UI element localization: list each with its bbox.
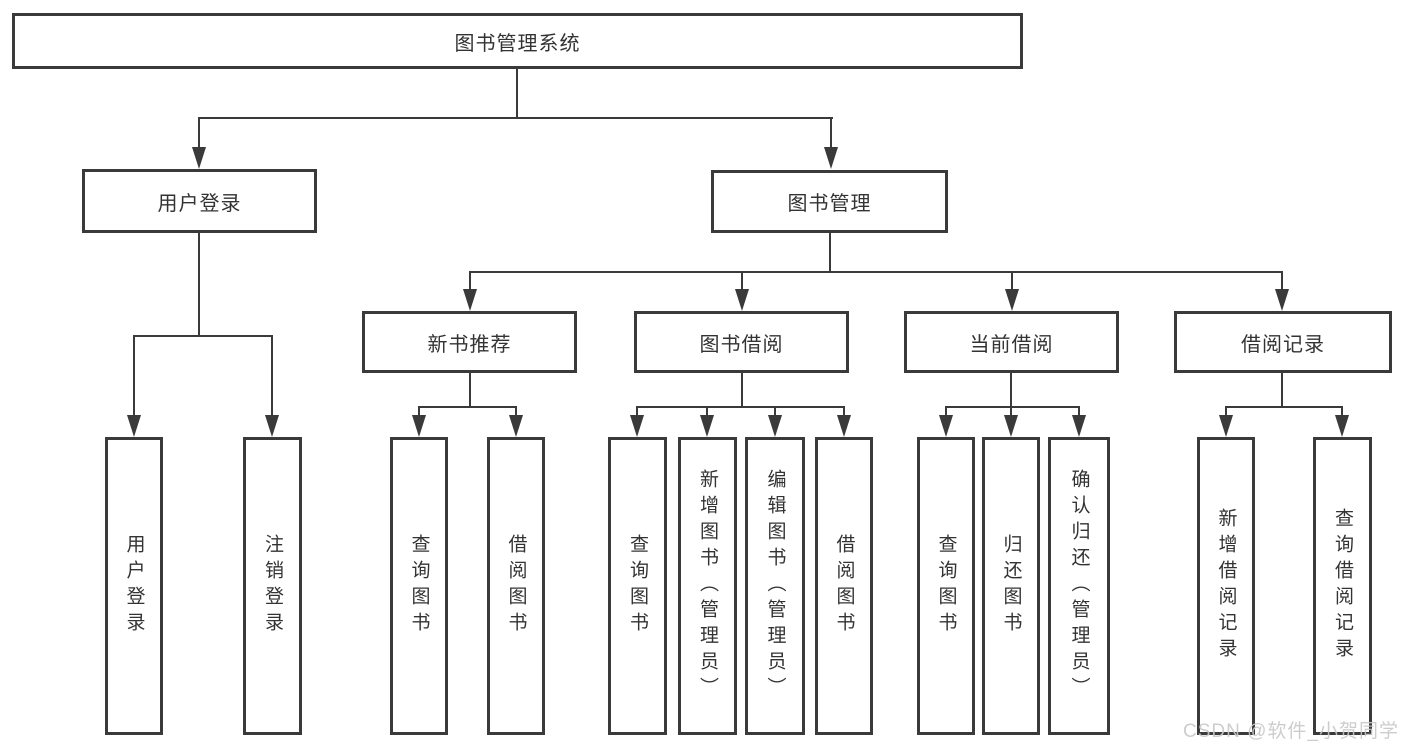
connector-line (133, 335, 273, 337)
node-user-login-branch: 用户登录 (82, 169, 317, 233)
node-label: 新增图书（管理员） (697, 469, 718, 703)
connector-line (198, 117, 200, 150)
node-new-book-recommend: 新书推荐 (362, 311, 577, 373)
node-book-management-branch: 图书管理 (711, 170, 948, 233)
connector-line (843, 406, 845, 417)
connector-line (469, 271, 1283, 273)
connector-line (1078, 406, 1080, 417)
connector-line (774, 406, 776, 417)
arrow-down-icon (1219, 415, 1233, 437)
node-book-borrow: 图书借阅 (634, 311, 849, 373)
arrow-down-icon (265, 415, 279, 437)
connector-line (636, 406, 845, 408)
node-label: 当前借阅 (969, 333, 1054, 356)
leaf-add-books-admin: 新增图书（管理员） (678, 437, 737, 735)
connector-line (469, 373, 471, 408)
connector-line (271, 335, 273, 417)
node-current-borrow: 当前借阅 (904, 311, 1119, 373)
node-borrow-record: 借阅记录 (1174, 311, 1392, 373)
node-label: 确认归还（管理员） (1068, 469, 1090, 703)
connector-line (1225, 406, 1227, 417)
arrow-down-icon (1005, 289, 1019, 311)
arrow-down-icon (127, 415, 141, 437)
node-label: 借阅记录 (1241, 333, 1325, 356)
arrow-down-icon (463, 289, 477, 311)
leaf-logout: 注销登录 (243, 437, 302, 735)
connector-line (469, 271, 471, 291)
node-root-library-system: 图书管理系统 (12, 13, 1023, 69)
connector-line (1011, 271, 1013, 291)
node-label: 借阅图书 (505, 534, 527, 638)
arrow-down-icon (939, 415, 953, 437)
node-label: 归还图书 (1000, 534, 1022, 638)
node-label: 查询图书 (935, 534, 957, 638)
connector-line (1225, 406, 1343, 408)
connector-line (636, 406, 638, 417)
connector-line (1281, 373, 1283, 408)
node-label: 借阅图书 (833, 534, 855, 638)
arrow-down-icon (735, 289, 749, 311)
connector-line (1010, 406, 1012, 417)
connector-line (516, 69, 518, 118)
node-label: 注销登录 (262, 534, 283, 638)
node-label: 图书管理 (787, 193, 872, 215)
leaf-borrow-books-2: 借阅图书 (815, 437, 873, 735)
node-label: 查询图书 (627, 534, 648, 638)
node-label: 新书推荐 (427, 333, 512, 356)
arrow-down-icon (192, 147, 206, 169)
node-label: 查询图书 (408, 534, 430, 638)
node-label: 查询借阅记录 (1332, 508, 1353, 664)
connector-line (1010, 373, 1012, 408)
arrow-down-icon (837, 415, 851, 437)
connector-line (418, 406, 517, 408)
leaf-query-books-3: 查询图书 (917, 437, 975, 735)
csdn-watermark: CSDN @软件_小贺同学 (1183, 721, 1399, 742)
node-label: 用户登录 (157, 192, 242, 215)
connector-line (830, 117, 832, 150)
leaf-confirm-return-admin: 确认归还（管理员） (1048, 437, 1110, 735)
connector-line (198, 117, 833, 119)
arrow-down-icon (1072, 415, 1086, 437)
arrow-down-icon (630, 415, 644, 437)
leaf-edit-books-admin: 编辑图书（管理员） (745, 437, 805, 735)
leaf-query-books-1: 查询图书 (390, 437, 448, 735)
node-label: 图书借阅 (699, 333, 784, 356)
leaf-borrow-books-1: 借阅图书 (487, 437, 545, 735)
connector-line (945, 406, 1080, 408)
arrow-down-icon (824, 147, 838, 169)
connector-line (133, 335, 135, 417)
connector-line (1341, 406, 1343, 417)
arrow-down-icon (700, 415, 714, 437)
arrow-down-icon (1335, 415, 1349, 437)
connector-line (515, 406, 517, 417)
arrow-down-icon (1275, 289, 1289, 311)
node-label: 新增借阅记录 (1215, 508, 1237, 664)
connector-line (418, 406, 420, 417)
arrow-down-icon (768, 415, 782, 437)
connector-line (706, 406, 708, 417)
leaf-add-borrow-record: 新增借阅记录 (1197, 437, 1255, 735)
leaf-return-books: 归还图书 (982, 437, 1040, 735)
leaf-user-login: 用户登录 (105, 437, 163, 735)
arrow-down-icon (1004, 415, 1018, 437)
connector-line (829, 233, 831, 272)
arrow-down-icon (509, 415, 523, 437)
connector-line (1281, 271, 1283, 291)
arrow-down-icon (412, 415, 426, 437)
connector-line (198, 233, 200, 336)
connector-line (945, 406, 947, 417)
node-label: 图书管理系统 (454, 32, 581, 55)
leaf-query-borrow-record: 查询借阅记录 (1313, 437, 1372, 735)
node-label: 编辑图书（管理员） (764, 469, 786, 703)
leaf-query-books-2: 查询图书 (608, 437, 667, 735)
connector-line (741, 373, 743, 408)
connector-line (741, 271, 743, 291)
node-label: 用户登录 (123, 534, 145, 638)
